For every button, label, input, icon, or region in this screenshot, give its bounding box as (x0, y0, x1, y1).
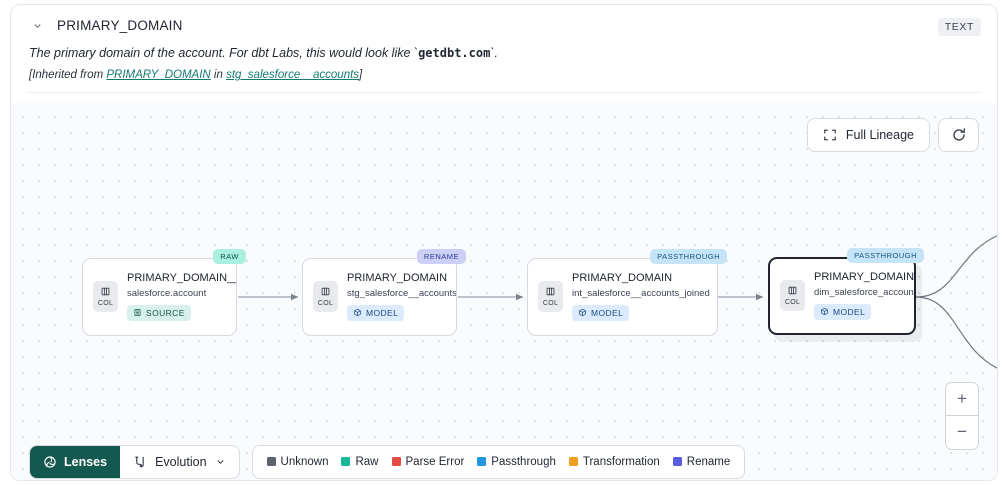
legend-label: Unknown (280, 455, 329, 468)
inherited-middle: in (210, 68, 227, 81)
lineage-node[interactable]: RENAME COL PRIMARY_DOMAIN stg_salesforce… (302, 248, 466, 336)
lineage-canvas[interactable]: Full Lineage RAW (11, 102, 997, 480)
lenses-evolution-group: Lenses Evolution (29, 444, 240, 479)
legend-swatch-parse-error (391, 457, 401, 467)
inherited-model-link[interactable]: stg_salesforce__accounts (226, 68, 360, 81)
lineage-edges (238, 235, 997, 369)
columns-icon (787, 285, 798, 298)
expand-icon (823, 128, 837, 142)
node-kind-badge: MODEL (814, 304, 872, 321)
column-chip: COL (538, 281, 563, 313)
legend-item: Parse Error (391, 455, 465, 468)
lineage-node[interactable]: RAW COL PRIMARY_DOMAIN__C salesforce.acc… (82, 248, 246, 336)
inherited-from-note: [Inherited from PRIMARY_DOMAIN in stg_sa… (29, 69, 979, 81)
canvas-bottom-bar: Lenses Evolution (29, 444, 746, 479)
columns-icon (545, 286, 556, 299)
node-kind-label: MODEL (591, 308, 624, 319)
inherited-prefix: [Inherited from (29, 68, 107, 81)
full-lineage-button[interactable]: Full Lineage (806, 117, 930, 152)
legend-item: Unknown (266, 455, 329, 468)
legend-swatch-unknown (266, 457, 276, 467)
cube-icon (820, 307, 829, 318)
column-chip-label: COL (784, 299, 801, 307)
node-title: PRIMARY_DOMAIN (814, 271, 914, 284)
legend-swatch-passthrough (477, 457, 487, 467)
legend-swatch-rename (672, 457, 682, 467)
lineage-node[interactable]: PASSTHROUGH COL PRIMARY_DOMAIN int_sales… (527, 248, 727, 336)
node-subtitle: dim_salesforce_accounts (814, 287, 914, 299)
node-kind-badge: MODEL (347, 305, 405, 322)
lineage-node-selected[interactable]: PASSTHROUGH COL PRIMARY_DOMAIN dim_sales… (768, 247, 924, 335)
evolution-label: Evolution (155, 454, 207, 469)
database-icon (133, 308, 142, 319)
column-chip-label: COL (317, 300, 334, 308)
legend-item: Rename (672, 455, 731, 468)
zoom-in-button[interactable]: + (946, 383, 978, 416)
type-badge: TEXT (937, 18, 981, 36)
description-code: getdbt.com (418, 46, 491, 60)
node-title: PRIMARY_DOMAIN (347, 272, 448, 285)
column-description: The primary domain of the account. For d… (29, 45, 979, 62)
canvas-top-controls: Full Lineage (806, 117, 979, 152)
evolution-dropdown[interactable]: Evolution (120, 446, 238, 478)
node-kind-label: MODEL (833, 307, 866, 318)
lineage-tag: PASSTHROUGH (847, 247, 924, 263)
column-chip: COL (93, 281, 118, 313)
legend-item: Raw (341, 455, 379, 468)
evolution-icon (133, 455, 147, 469)
refresh-icon (951, 127, 967, 143)
legend-swatch-raw (341, 457, 351, 467)
column-lineage-panel: PRIMARY_DOMAIN TEXT The primary domain o… (10, 4, 998, 481)
lenses-button[interactable]: Lenses (30, 445, 121, 478)
cube-icon (578, 308, 587, 319)
node-kind-label: SOURCE (146, 308, 185, 319)
inherited-suffix: ] (359, 68, 363, 81)
lenses-label: Lenses (64, 454, 108, 469)
node-kind-badge: MODEL (572, 305, 630, 322)
column-chip: COL (313, 281, 338, 313)
description-prefix: The primary domain of the account. For d… (29, 46, 419, 60)
node-title: PRIMARY_DOMAIN__C (127, 272, 236, 285)
legend-label: Raw (355, 455, 379, 468)
column-chip-label: COL (542, 300, 559, 308)
columns-icon (320, 286, 331, 299)
node-kind-label: MODEL (366, 308, 399, 319)
legend-swatch-transformation (568, 457, 578, 467)
full-lineage-label: Full Lineage (845, 127, 914, 142)
lineage-legend: Unknown Raw Parse Error Passthrough Tran… (251, 444, 746, 479)
cube-icon (353, 308, 362, 319)
zoom-controls: + − (945, 381, 979, 450)
node-title: PRIMARY_DOMAIN (572, 272, 673, 285)
node-subtitle: int_salesforce__accounts_joined (572, 288, 710, 300)
page-title: PRIMARY_DOMAIN (57, 17, 183, 33)
node-subtitle: stg_salesforce__accounts (347, 288, 456, 300)
lineage-tag: RAW (213, 248, 246, 264)
chevron-down-icon[interactable] (29, 17, 45, 33)
lineage-tag: PASSTHROUGH (650, 248, 727, 264)
aperture-icon (43, 455, 57, 469)
column-chip: COL (780, 280, 805, 312)
column-chip-label: COL (97, 300, 114, 308)
legend-label: Parse Error (405, 455, 465, 468)
node-subtitle: salesforce.account (127, 288, 207, 300)
chevron-down-icon (215, 456, 226, 467)
refresh-button[interactable] (938, 117, 979, 152)
lineage-tag: RENAME (416, 248, 466, 264)
legend-label: Passthrough (491, 455, 556, 468)
node-kind-badge: SOURCE (127, 305, 191, 322)
legend-item: Passthrough (477, 456, 556, 468)
inherited-column-link[interactable]: PRIMARY_DOMAIN (106, 68, 211, 81)
description-suffix: `. (490, 46, 498, 60)
zoom-out-button[interactable]: − (957, 422, 967, 442)
panel-header: PRIMARY_DOMAIN TEXT The primary domain o… (11, 5, 997, 103)
legend-label: Transformation (582, 455, 660, 468)
header-divider (29, 91, 979, 93)
legend-item: Transformation (568, 455, 660, 468)
columns-icon (100, 286, 111, 299)
legend-label: Rename (686, 455, 731, 468)
